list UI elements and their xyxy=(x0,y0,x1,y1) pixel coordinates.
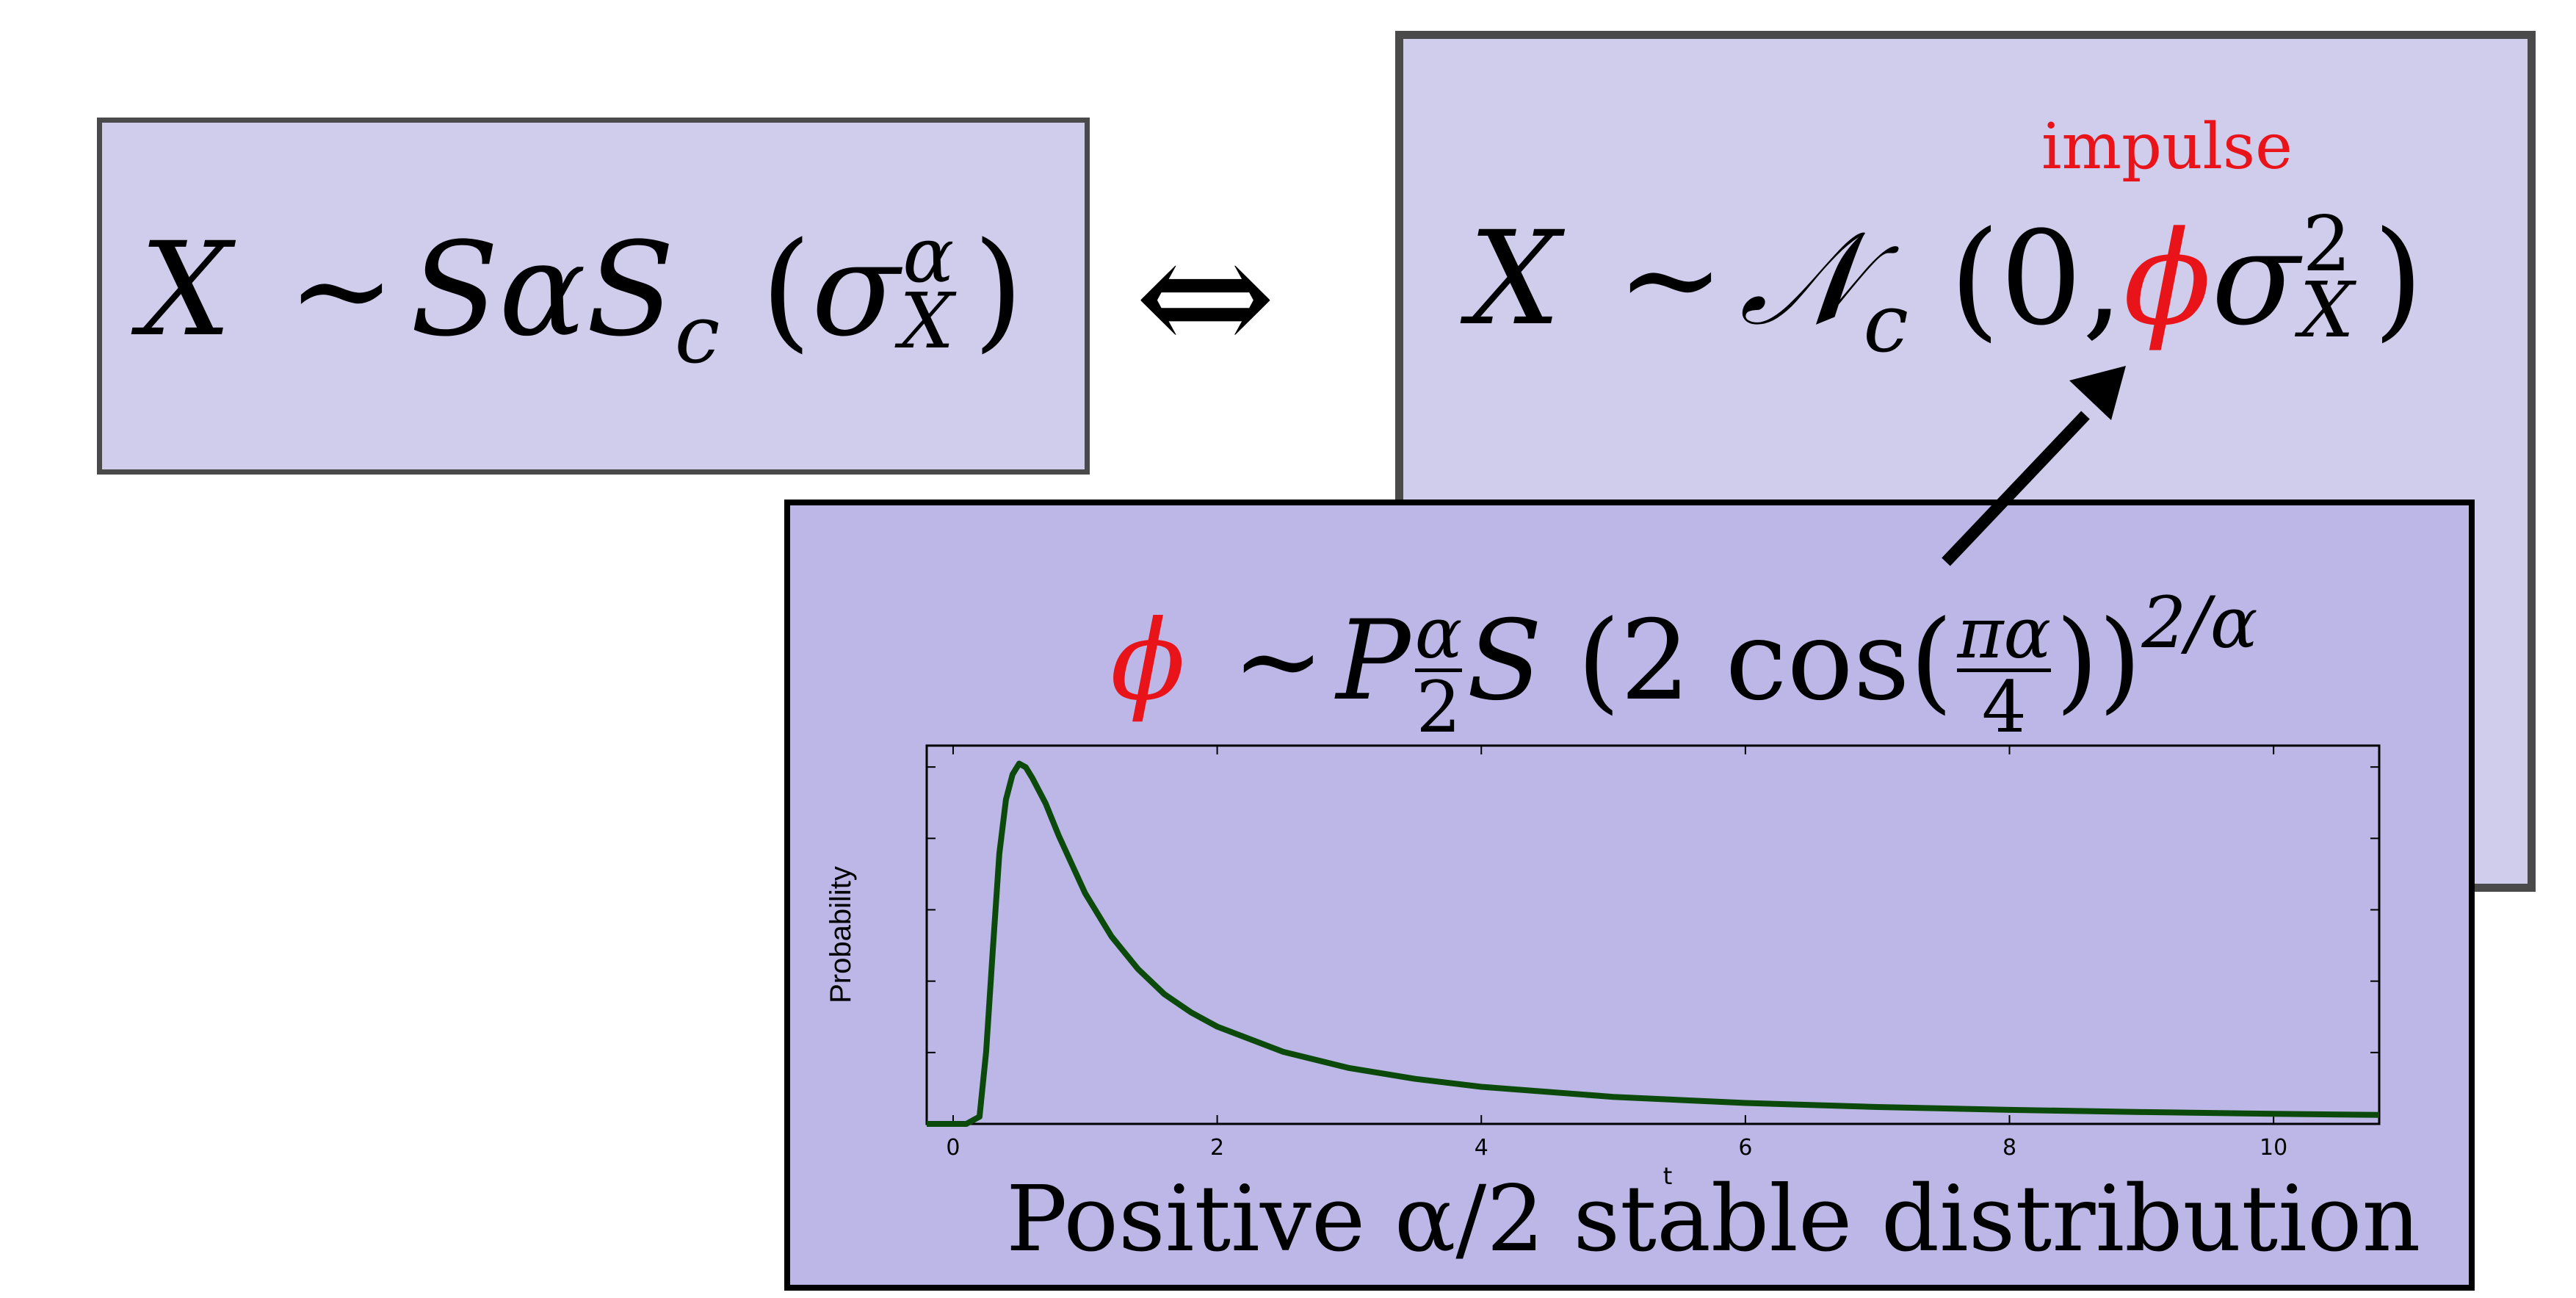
bottom-P: P xyxy=(1336,597,1411,725)
right-dist: 𝒩 xyxy=(1739,203,1864,354)
bottom-close-inner: ) xyxy=(2055,597,2099,725)
x-tick-label: 4 xyxy=(1475,1135,1488,1161)
bottom-close-paren: ) xyxy=(2098,597,2142,725)
bottom-cos: cos( xyxy=(1725,597,1953,725)
right-sigma: σ xyxy=(2211,203,2300,354)
density-curve xyxy=(952,760,2380,1127)
right-close-paren: ) xyxy=(2373,203,2424,354)
right-dist-sub: c xyxy=(1863,276,1909,370)
left-sim: ∼ xyxy=(287,214,396,365)
left-sigma: σ xyxy=(811,214,900,365)
left-close-paren: ) xyxy=(973,214,1024,365)
plot-frame xyxy=(925,744,2381,1125)
stable-distribution-box xyxy=(97,118,1090,475)
left-open-paren: ( xyxy=(761,214,811,365)
left-dist-sub: c xyxy=(674,287,720,381)
frac-num: α xyxy=(1414,591,1463,674)
left-lhs: X xyxy=(140,214,232,365)
frac-den: 2 xyxy=(1416,666,1461,749)
bottom-exponent: 2/α xyxy=(2141,582,2258,664)
bottom-sim: ∼ xyxy=(1231,597,1325,725)
left-dist: SαS xyxy=(410,214,675,365)
impulse-label: impulse xyxy=(2041,110,2293,184)
right-mean: 0, xyxy=(2000,203,2124,354)
left-sigma-sup: α xyxy=(902,210,955,300)
bottom-phi: ϕ xyxy=(1110,597,1186,725)
equivalence-symbol: ⇔ xyxy=(1135,199,1276,395)
left-sigma-sub: X xyxy=(900,276,955,366)
frac2-den: 4 xyxy=(1981,666,2027,749)
bottom-two: 2 xyxy=(1620,597,1690,725)
x-tick-label: 8 xyxy=(2002,1135,2016,1161)
x-tick-label: 10 xyxy=(2260,1135,2287,1161)
x-axis-label: t xyxy=(1663,1162,1673,1190)
right-phi: ϕ xyxy=(2123,203,2212,354)
frac2-num: πα xyxy=(1957,591,2052,674)
bottom-caption: Positive α/2 stable distribution xyxy=(1006,1167,2421,1272)
y-axis-label: Probability xyxy=(825,866,857,1003)
right-sim: ∼ xyxy=(1616,203,1725,354)
right-lhs: X xyxy=(1469,203,1561,354)
x-tick-label: 6 xyxy=(1738,1135,1752,1161)
bottom-S: S xyxy=(1466,597,1543,725)
right-sigma-sub: X xyxy=(2299,265,2354,355)
bottom-open-paren: ( xyxy=(1577,597,1621,725)
mixing-distribution-box xyxy=(784,500,2475,1291)
right-sigma-sup: 2 xyxy=(2302,199,2351,289)
x-tick-label: 0 xyxy=(946,1135,960,1161)
right-open-paren: ( xyxy=(1949,203,2000,354)
x-tick-label: 2 xyxy=(1210,1135,1224,1161)
